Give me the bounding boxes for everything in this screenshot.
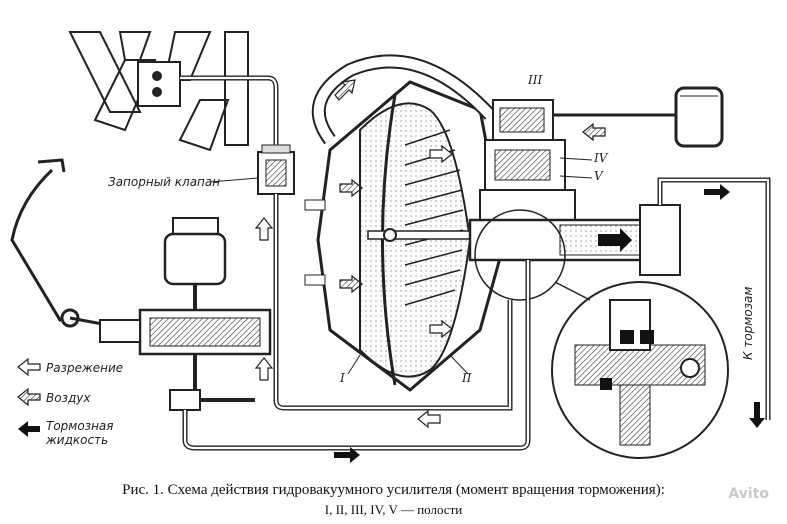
cavity-I-label: I [339, 371, 345, 385]
to-brakes-label: К тормозам [741, 287, 755, 360]
legend-fluid-label-2: жидкость [45, 433, 108, 447]
vacuum-arrows [254, 144, 453, 429]
cavity-IV-label: IV [593, 151, 609, 165]
control-valve [479, 99, 576, 226]
hydraulic-cylinder [468, 204, 681, 276]
legend-fluid-label-1: Тормозная [46, 419, 113, 433]
figure-number: Рис. 1 [122, 482, 161, 498]
figure-title: . Схема действия гидровакуумного усилите… [160, 482, 665, 498]
figure-subcaption: I, II, III, IV, V — полости [324, 502, 463, 517]
cavity-II-label: II [461, 371, 472, 385]
intake-manifold [68, 31, 249, 152]
figure-caption: Рис. 1. Схема действия гидровакуумного у… [0, 482, 787, 499]
air-arrows [334, 79, 606, 294]
watermark: Avito [728, 486, 769, 502]
detail-inset [551, 281, 729, 459]
check-valve [257, 144, 295, 195]
legend: Разрежение Воздух Тормозная жидкость [17, 357, 123, 447]
cavity-III-label: III [527, 73, 542, 87]
check-valve-label: Запорный клапан [108, 175, 220, 189]
master-cylinder [99, 217, 272, 411]
vacuum-line [180, 75, 279, 152]
vacuum-chamber [304, 80, 609, 392]
cavity-V-label: V [594, 169, 604, 183]
legend-air-label: Воздух [46, 391, 91, 405]
legend-vacuum-label: Разрежение [46, 361, 123, 375]
air-filter [553, 86, 724, 148]
